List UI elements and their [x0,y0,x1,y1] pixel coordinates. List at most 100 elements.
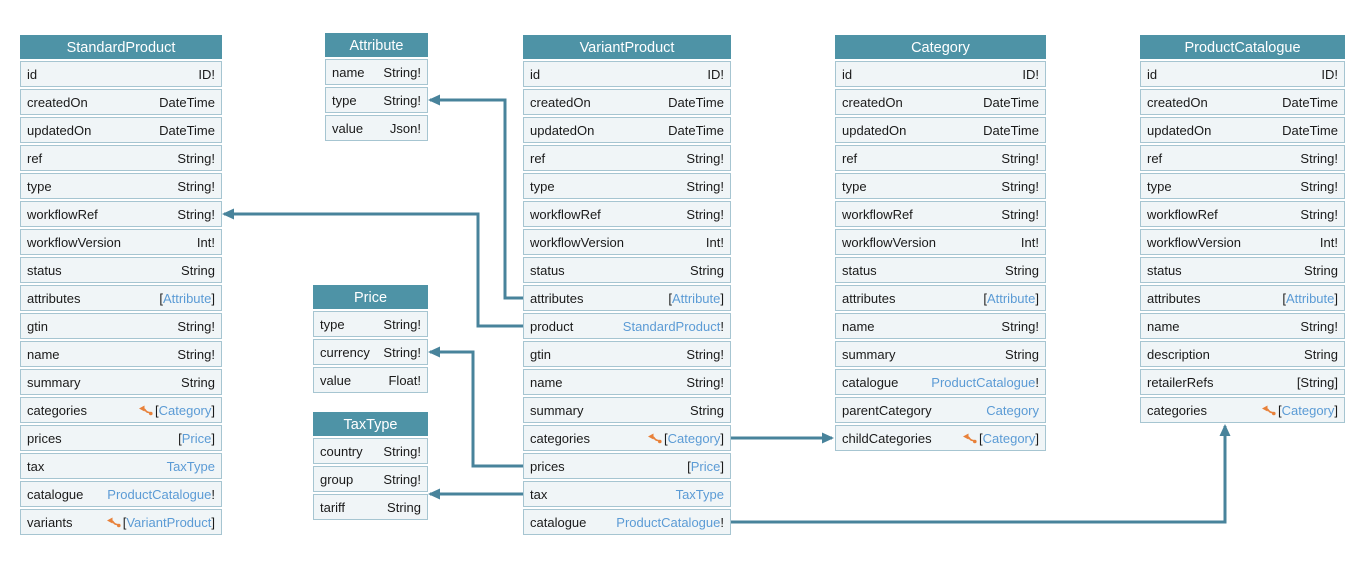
field-row-StandardProduct-categories[interactable]: categories[Category] [20,397,222,423]
table-header-VariantProduct[interactable]: VariantProduct [523,35,731,59]
type-link-Category[interactable]: Category [986,402,1039,418]
field-name: updatedOn [530,122,595,138]
field-name: catalogue [27,486,84,502]
field-row-VariantProduct-categories[interactable]: categories[Category] [523,425,731,451]
type-link-StandardProduct[interactable]: StandardProduct [622,318,721,334]
table-header-TaxType[interactable]: TaxType [313,412,428,436]
type-link-Attribute[interactable]: Attribute [986,290,1036,306]
type-link-Price[interactable]: Price [181,430,212,446]
type-link-Category[interactable]: Category [982,430,1036,446]
type-link-TaxType[interactable]: TaxType [166,458,215,474]
field-row-VariantProduct-attributes[interactable]: attributes[Attribute] [523,285,731,311]
field-row-ProductCatalogue-attributes[interactable]: attributes[Attribute] [1140,285,1345,311]
type-link-ProductCatalogue[interactable]: ProductCatalogue [107,486,212,502]
table-header-StandardProduct[interactable]: StandardProduct [20,35,222,59]
table-header-Price[interactable]: Price [313,285,428,309]
type-link-ProductCatalogue[interactable]: ProductCatalogue [931,374,1036,390]
type-link-Attribute[interactable]: Attribute [162,290,212,306]
field-row-StandardProduct-attributes[interactable]: attributes[Attribute] [20,285,222,311]
table-header-ProductCatalogue[interactable]: ProductCatalogue [1140,35,1345,59]
type-text: DateTime [1282,94,1338,110]
table-header-Attribute[interactable]: Attribute [325,33,428,57]
field-row-Category-childCategories[interactable]: childCategories[Category] [835,425,1046,451]
type-text: String! [686,346,724,362]
type-link-Price[interactable]: Price [690,458,721,474]
type-link-Attribute[interactable]: Attribute [1285,290,1335,306]
field-row-VariantProduct-prices[interactable]: prices[Price] [523,453,731,479]
field-row-StandardProduct-variants[interactable]: variants[VariantProduct] [20,509,222,535]
type-link-Category[interactable]: Category [667,430,721,446]
type-link-Category[interactable]: Category [158,402,212,418]
type-link-VariantProduct[interactable]: VariantProduct [126,514,212,530]
type-link-Attribute[interactable]: Attribute [671,290,721,306]
type-link-TaxType[interactable]: TaxType [675,486,724,502]
field-row-StandardProduct-prices[interactable]: prices[Price] [20,425,222,451]
field-row-ProductCatalogue-categories[interactable]: categories[Category] [1140,397,1345,423]
type-link-ProductCatalogue[interactable]: ProductCatalogue [616,514,721,530]
field-row-Category-attributes[interactable]: attributes[Attribute] [835,285,1046,311]
field-row-ProductCatalogue-retailerRefs[interactable]: retailerRefs[String] [1140,369,1345,395]
table-header-Category[interactable]: Category [835,35,1046,59]
field-name: categories [530,430,590,446]
type-link-Category[interactable]: Category [1281,402,1335,418]
